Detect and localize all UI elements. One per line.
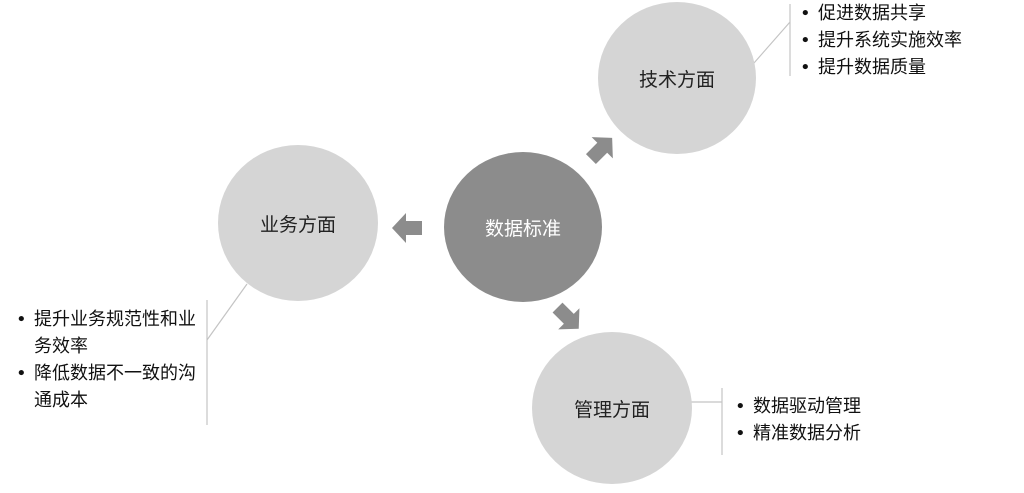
list-item: 精准数据分析 — [735, 420, 861, 447]
list-item: 提升数据质量 — [800, 54, 962, 81]
node-business-label: 业务方面 — [259, 213, 336, 236]
list-item: 数据驱动管理 — [735, 393, 861, 420]
tech-list-connector — [753, 4, 791, 76]
list-item: 提升系统实施效率 — [800, 27, 962, 54]
list-item: 促进数据共享 — [800, 0, 962, 27]
list-item: 提升业务规范性和业务效率 — [16, 306, 206, 360]
mgmt-list-connector — [691, 388, 723, 455]
center-node-label: 数据标准 — [484, 217, 561, 240]
node-tech: 技术方面 — [598, 2, 756, 154]
center-node: 数据标准 — [444, 152, 602, 302]
business-benefits-list: 提升业务规范性和业务效率 降低数据不一致的沟通成本 — [16, 306, 206, 414]
management-benefits-list: 数据驱动管理 精准数据分析 — [735, 393, 861, 447]
biz-list-connector — [206, 283, 248, 425]
arrow-to-mgmt — [552, 302, 580, 330]
node-management-label: 管理方面 — [573, 398, 650, 421]
list-item: 降低数据不一致的沟通成本 — [16, 360, 206, 414]
arrow-to-biz — [392, 213, 422, 243]
node-tech-label: 技术方面 — [638, 68, 715, 91]
node-business: 业务方面 — [218, 145, 378, 301]
tech-benefits-list: 促进数据共享 提升系统实施效率 提升数据质量 — [800, 0, 962, 81]
node-management: 管理方面 — [532, 332, 692, 484]
arrow-to-tech — [585, 137, 613, 165]
